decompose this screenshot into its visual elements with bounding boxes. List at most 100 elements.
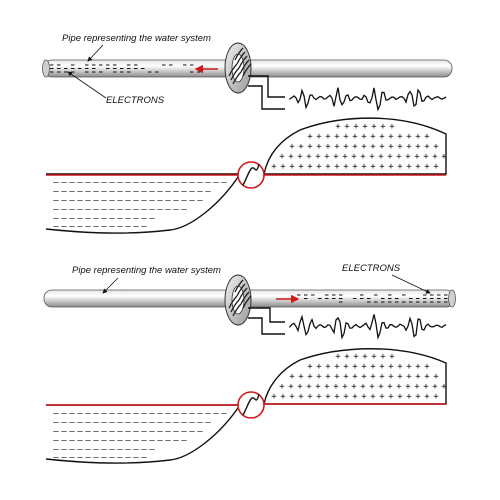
negative-charge: –: [205, 187, 211, 197]
positive-charge: +: [424, 142, 430, 152]
positive-charge: +: [371, 352, 377, 362]
positive-charge: +: [325, 132, 331, 142]
positive-charge: +: [389, 352, 395, 362]
positive-charge: +: [406, 372, 412, 382]
positive-charge: +: [325, 362, 331, 372]
positive-charge: +: [415, 132, 421, 142]
positive-charge: +: [361, 162, 367, 172]
positive-charge: +: [370, 142, 376, 152]
positive-charge: +: [415, 142, 421, 152]
bottom-positive-charges: ++++++++++++++++++++++++++++++++++++++++…: [271, 352, 447, 402]
top-signal-waveform: [290, 88, 446, 110]
positive-charge: +: [424, 162, 430, 172]
positive-charge: +: [298, 142, 304, 152]
positive-charge: +: [279, 382, 285, 392]
positive-charge: +: [316, 372, 322, 382]
positive-charge: +: [343, 142, 349, 152]
positive-charge: +: [432, 382, 438, 392]
positive-charge: +: [361, 362, 367, 372]
negative-charge: –: [109, 222, 115, 232]
positive-charge: +: [424, 132, 430, 142]
negative-charge: –: [53, 453, 59, 463]
positive-charge: +: [388, 372, 394, 382]
positive-charge: +: [424, 372, 430, 382]
positive-charge: +: [397, 362, 403, 372]
top-electrons-label: ELECTRONS: [106, 95, 165, 106]
negative-charge: –: [85, 453, 91, 463]
positive-charge: +: [379, 132, 385, 142]
positive-charge: +: [334, 132, 340, 142]
positive-charge: +: [307, 142, 313, 152]
positive-charge: +: [316, 162, 322, 172]
negative-charge: –: [157, 205, 163, 215]
positive-charge: +: [280, 162, 286, 172]
positive-charge: +: [333, 382, 339, 392]
bottom-junction-highlight: [238, 392, 264, 418]
positive-charge: +: [334, 162, 340, 172]
bottom-field-diagram: ––––––––––––––––––––––––––––––––––––––––…: [46, 349, 447, 463]
top-negative-charges: ––––––––––––––––––––––––––––––––––––––––…: [53, 178, 227, 232]
positive-charge: +: [415, 372, 421, 382]
positive-charge: +: [289, 142, 295, 152]
positive-charge: +: [378, 152, 384, 162]
positive-charge: +: [362, 122, 368, 132]
positive-charge: +: [343, 132, 349, 142]
positive-charge: +: [324, 152, 330, 162]
positive-charge: +: [307, 132, 313, 142]
negative-charge: –: [197, 196, 203, 206]
positive-charge: +: [379, 392, 385, 402]
positive-charge: +: [406, 142, 412, 152]
positive-charge: +: [406, 362, 412, 372]
positive-charge: +: [360, 382, 366, 392]
positive-charge: +: [388, 362, 394, 372]
bottom-signal-waveform: [290, 314, 446, 337]
positive-charge: +: [397, 142, 403, 152]
positive-charge: +: [370, 372, 376, 382]
positive-charge: +: [380, 122, 386, 132]
positive-charge: +: [316, 362, 322, 372]
positive-charge: +: [334, 142, 340, 152]
negative-charge: –: [221, 409, 227, 419]
positive-charge: +: [397, 132, 403, 142]
positive-charge: +: [361, 132, 367, 142]
top-pipe-label: Pipe representing the water system: [62, 33, 211, 44]
positive-charge: +: [334, 362, 340, 372]
positive-charge: +: [370, 362, 376, 372]
negative-charge: –: [213, 409, 219, 419]
positive-charge: +: [333, 152, 339, 162]
positive-charge: +: [335, 352, 341, 362]
positive-charge: +: [369, 152, 375, 162]
positive-charge: +: [415, 162, 421, 172]
negative-charge: –: [53, 222, 59, 232]
positive-charge: +: [432, 152, 438, 162]
positive-charge: +: [371, 122, 377, 132]
positive-charge: +: [424, 392, 430, 402]
positive-charge: +: [424, 362, 430, 372]
bottom-negative-charges: ––––––––––––––––––––––––––––––––––––––––…: [53, 409, 227, 463]
positive-charge: +: [379, 362, 385, 372]
negative-charge: –: [189, 427, 195, 437]
positive-charge: +: [325, 142, 331, 152]
negative-charge: –: [69, 222, 75, 232]
top-sensor-leads: [248, 76, 285, 109]
negative-charge: –: [101, 453, 107, 463]
negative-charge: –: [213, 178, 219, 188]
positive-charge: +: [388, 132, 394, 142]
positive-charge: +: [397, 392, 403, 402]
positive-charge: +: [414, 382, 420, 392]
negative-charge: –: [149, 445, 155, 455]
positive-charge: +: [289, 372, 295, 382]
positive-charge: +: [280, 392, 286, 402]
positive-charge: +: [378, 382, 384, 392]
positive-charge: +: [288, 152, 294, 162]
positive-charge: +: [298, 162, 304, 172]
negative-charge: –: [173, 436, 179, 446]
positive-charge: +: [396, 152, 402, 162]
negative-charge: –: [181, 436, 187, 446]
negative-charge: –: [117, 453, 123, 463]
positive-charge: +: [307, 372, 313, 382]
positive-charge: +: [433, 162, 439, 172]
positive-charge: +: [353, 352, 359, 362]
positive-charge: +: [433, 392, 439, 402]
